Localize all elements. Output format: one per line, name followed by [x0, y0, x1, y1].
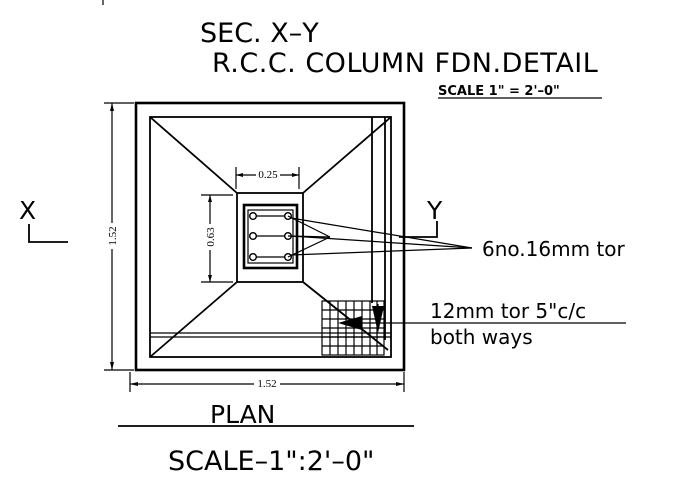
section-mark-y-bracket [399, 221, 438, 238]
footer-scale: SCALE–1":2'–0" [168, 446, 374, 477]
arrowhead [292, 173, 299, 177]
title-scale: SCALE 1" = 2'–0" [438, 84, 560, 99]
column-bar [248, 231, 257, 240]
column-bar [248, 252, 257, 261]
arrowhead [236, 173, 243, 177]
dim-text-mask [254, 377, 280, 390]
mesh-note-line1: 12mm tor 5"c/c [430, 299, 586, 323]
arrowhead [130, 382, 138, 386]
section-mark-x-bracket [28, 224, 68, 243]
plan-label: PLAN [210, 400, 275, 429]
column-depth-label: 0.63 [205, 227, 217, 247]
footing-width-label: 1.52 [257, 378, 276, 390]
section-title: SEC. X–Y [200, 18, 319, 49]
main-bar-leaders [287, 215, 473, 258]
pedestal-slope-lines [149, 116, 392, 358]
dim-text-mask [203, 224, 217, 250]
section-mark-y: Y [426, 196, 443, 225]
mesh-arrowhead-down [372, 306, 384, 333]
column-bar [248, 211, 257, 220]
main-title: R.C.C. COLUMN FDN.DETAIL [212, 48, 598, 79]
dim-text-mask [256, 168, 280, 181]
section-mark-x: X [19, 196, 36, 225]
arrowhead [396, 382, 404, 386]
column-width-label: 0.25 [258, 169, 278, 181]
footing-height-label: 1.52 [107, 226, 119, 245]
bar-links [256, 215, 285, 258]
main-bar-note: 6no.16mm tor [482, 237, 625, 261]
arrowhead [110, 362, 114, 370]
section-cut-line [371, 117, 386, 340]
mesh-arrowhead-left [338, 316, 362, 330]
mesh-note-line2: both ways [430, 325, 533, 349]
footing-inner-outline [149, 116, 392, 358]
arrowhead [208, 195, 212, 202]
arrowhead [208, 275, 212, 282]
dim-text-mask [105, 223, 119, 249]
column-outer-box [236, 192, 304, 283]
arrowhead [110, 103, 114, 111]
